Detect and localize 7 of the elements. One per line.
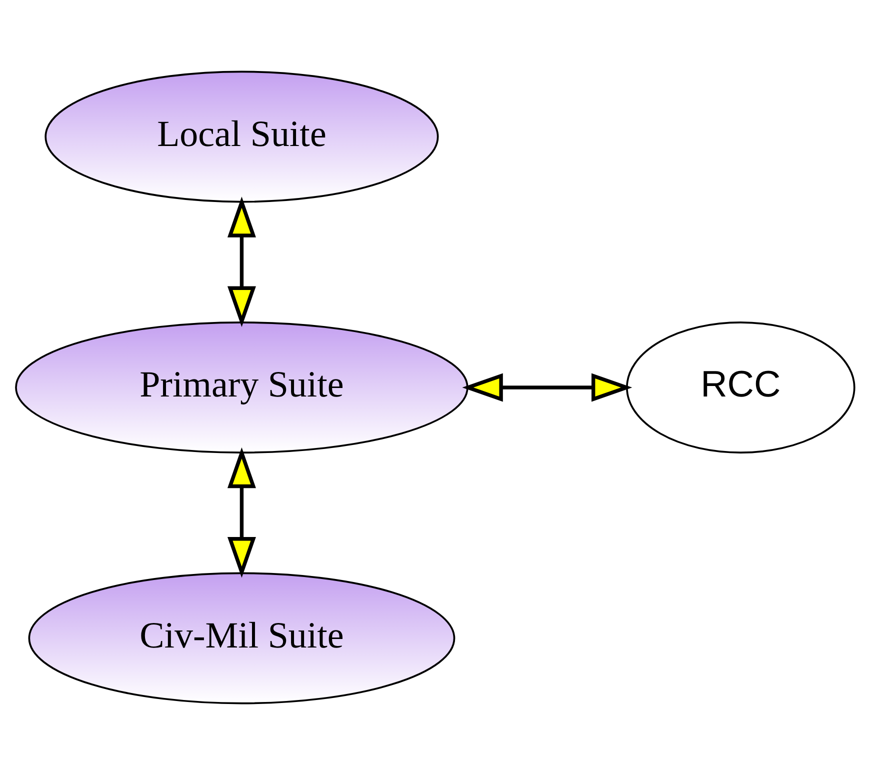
node-ellipse: RCC [626,322,856,454]
arrow [227,196,256,327]
node-ellipse: Primary Suite [15,322,468,454]
arrow [227,447,256,578]
node-ellipse: Civ-Mil Suite [28,572,456,704]
node-ellipse: Local Suite [44,70,439,203]
arrow [462,373,632,402]
